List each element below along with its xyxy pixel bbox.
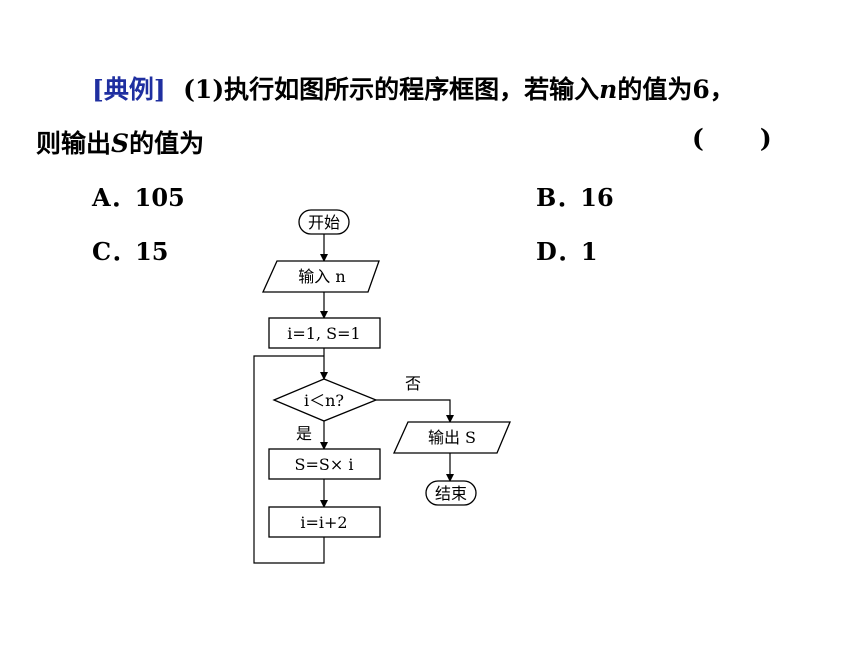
arrow-no-branch: [376, 399, 454, 423]
variable-n: n: [599, 75, 618, 104]
option-a: A．105: [92, 178, 185, 213]
option-b-letter: B．: [536, 183, 581, 212]
input-box: [261, 260, 380, 293]
yes-label: 是: [296, 424, 312, 443]
paren-open: (: [692, 124, 704, 153]
option-d-letter: D．: [536, 237, 581, 266]
example-tag: [典例]: [92, 75, 166, 104]
output-box: [392, 421, 511, 454]
multiply-box: [268, 448, 381, 480]
condition-label: i＜n?: [304, 391, 344, 410]
question-text-2b: 的值为: [129, 129, 205, 158]
input-label: 输入 n: [298, 267, 345, 286]
paren-close: ): [759, 124, 772, 153]
question-part-number: (1): [183, 75, 225, 104]
output-label: 输出 S: [428, 428, 476, 447]
multiply-label: S=S× i: [295, 455, 354, 474]
variable-s: S: [111, 129, 130, 158]
end-label: 结束: [435, 484, 467, 503]
question-text-2a: 则输出: [36, 129, 112, 158]
answer-parenthesis: (): [692, 124, 772, 153]
option-c-value: 15: [135, 237, 169, 266]
increment-label: i=i+2: [300, 513, 347, 532]
option-d: D．1: [536, 232, 598, 267]
loop-back-line: [253, 355, 325, 564]
option-a-letter: A．: [92, 183, 135, 212]
question-text-1b: 的值为6，: [617, 75, 735, 104]
start-label: 开始: [308, 213, 340, 232]
option-c-letter: C．: [92, 237, 136, 266]
option-c: C．15: [92, 232, 169, 267]
question-line-1: [典例] (1)执行如图所示的程序框图，若输入n的值为6，: [92, 70, 735, 106]
end-terminal: [425, 480, 477, 506]
no-label: 否: [405, 374, 421, 393]
option-b-value: 16: [580, 183, 614, 212]
question-line-2: 则输出S的值为: [36, 124, 204, 160]
init-label: i=1, S=1: [287, 324, 360, 343]
question-text-1a: 执行如图所示的程序框图，若输入: [224, 75, 600, 104]
option-d-value: 1: [580, 237, 598, 266]
option-a-value: 105: [134, 183, 185, 212]
init-box: [268, 317, 381, 349]
option-b: B．16: [536, 178, 614, 213]
